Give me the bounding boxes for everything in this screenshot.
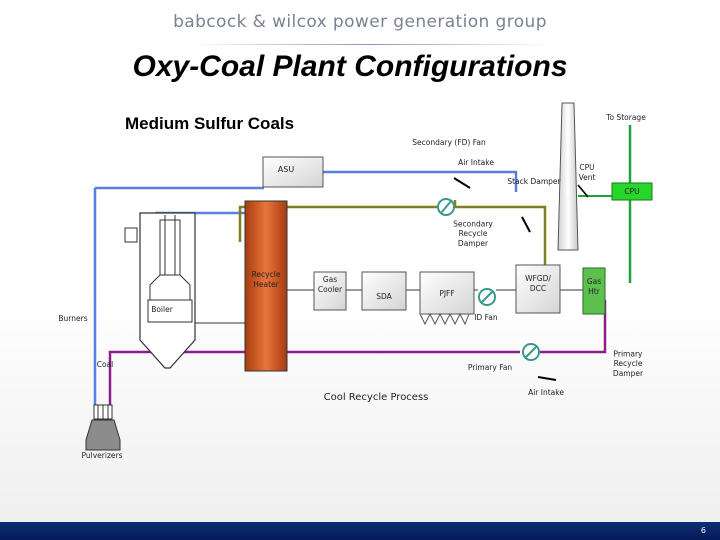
secondary-fd-fan-label: Secondary (FD) Fan bbox=[412, 138, 486, 147]
secondary-fd-fan bbox=[437, 198, 455, 216]
coal-label: Coal bbox=[97, 360, 114, 369]
air-intake-top-label: Air Intake bbox=[458, 158, 494, 167]
cpu-box bbox=[611, 182, 653, 201]
secondary-recycle-damper bbox=[521, 216, 531, 233]
id-fan-label: ID Fan bbox=[474, 313, 498, 322]
boiler-body bbox=[139, 212, 196, 369]
asu-label: ASU bbox=[278, 165, 295, 174]
to-storage-label: To Storage bbox=[605, 113, 646, 122]
air-intake-damper-top bbox=[453, 177, 471, 189]
cpu-label: CPU bbox=[624, 187, 639, 196]
stack-damper-label: Stack Damper bbox=[507, 177, 561, 186]
pulverizer bbox=[85, 404, 121, 451]
id-fan bbox=[478, 288, 496, 306]
stack-damper bbox=[577, 184, 589, 198]
logo-underline bbox=[190, 44, 550, 45]
process-name: Cool Recycle Process bbox=[324, 392, 429, 403]
boiler-label: Boiler bbox=[151, 305, 174, 314]
primary-fan bbox=[522, 343, 540, 361]
page-title: Oxy-Coal Plant Configurations bbox=[132, 50, 568, 83]
footer-bar: 6 bbox=[0, 522, 720, 540]
pjff-box bbox=[419, 271, 475, 326]
asu-box bbox=[262, 156, 324, 188]
sda-box bbox=[361, 271, 407, 311]
boiler-unit bbox=[124, 212, 196, 369]
pjff-label: PJFF bbox=[439, 289, 454, 298]
primary-recycle-line bbox=[108, 300, 607, 412]
flue-gas-line bbox=[190, 289, 583, 324]
page-number: 6 bbox=[700, 526, 706, 535]
oxygen-line bbox=[93, 170, 518, 417]
wfgd-dcc-label: WFGD/DCC bbox=[525, 274, 551, 293]
air-intake-damper-bottom bbox=[537, 376, 557, 381]
company-logo: babcock & wilcox power generation group bbox=[173, 12, 547, 32]
gas-htr-box bbox=[582, 267, 606, 315]
recycle-heater-box bbox=[244, 200, 288, 372]
diagram-subtitle: Medium Sulfur Coals bbox=[125, 114, 295, 133]
wfgd-dcc-box bbox=[515, 264, 561, 314]
air-intake-bottom-label: Air Intake bbox=[528, 388, 564, 397]
sda-label: SDA bbox=[376, 292, 392, 301]
primary-fan-label: Primary Fan bbox=[468, 363, 513, 372]
exhaust-stack bbox=[557, 102, 579, 251]
secondary-recycle-line bbox=[238, 200, 547, 283]
burner-box bbox=[124, 227, 138, 243]
gas-cooler-box bbox=[313, 271, 347, 311]
pulverizers-label: Pulverizers bbox=[82, 451, 123, 460]
burners-label: Burners bbox=[58, 314, 87, 323]
